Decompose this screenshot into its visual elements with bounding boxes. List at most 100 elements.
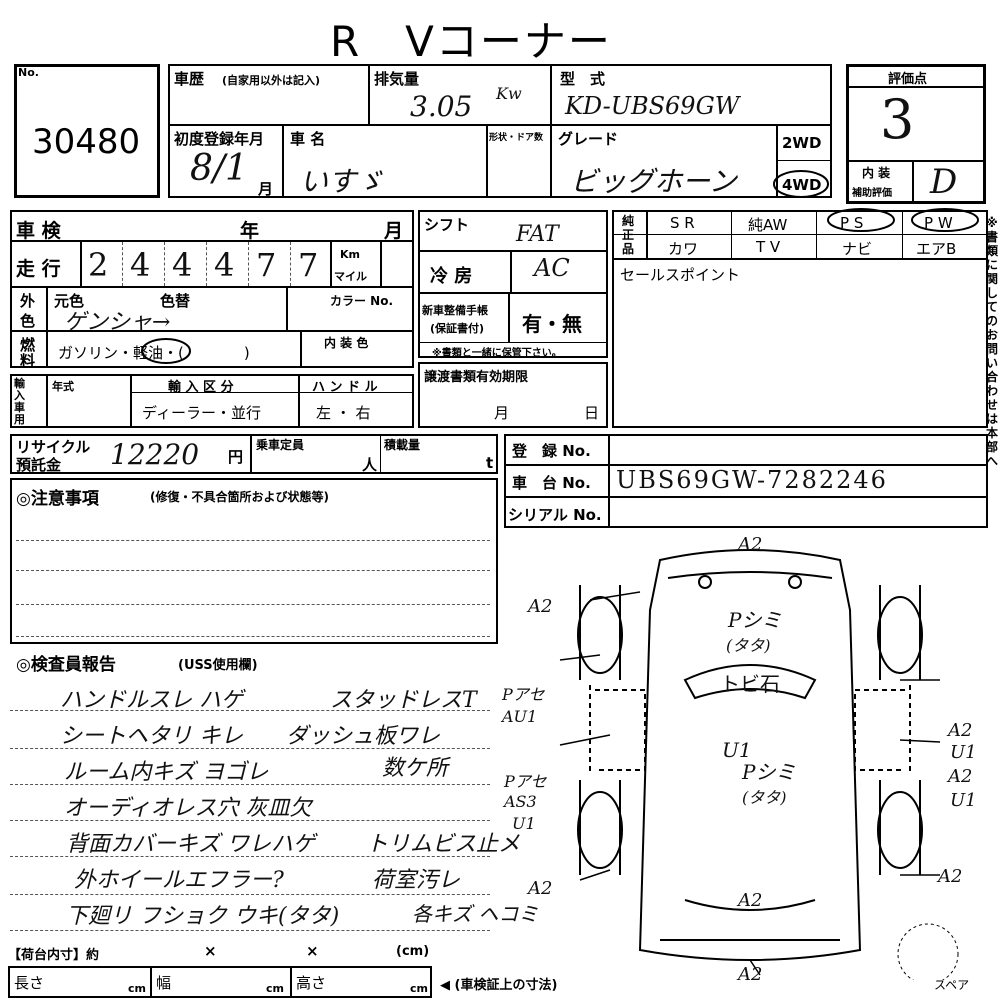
inspector-line: トリムビス止メ: [366, 832, 521, 857]
mileage-digit: 4: [130, 246, 151, 284]
damage-bottom: A2: [738, 964, 763, 985]
dims-height-unit: cm: [410, 982, 428, 995]
damage-right-top-2: U1: [950, 742, 977, 763]
interior-value: D: [930, 162, 958, 202]
inspector-label: ◎検査員報告: [16, 655, 116, 675]
import-label: 輸入車用: [14, 377, 25, 426]
interior-sub-label: 補助評価: [852, 188, 892, 199]
history-label: 車歴: [174, 70, 205, 88]
recycle-unit: 円: [228, 448, 244, 466]
sales-point-label: セールスポイント: [620, 266, 741, 284]
equipment-item-aw: 純AW: [748, 216, 788, 234]
inspection-year: 年: [240, 220, 260, 242]
equipment-item-leather: カワ: [668, 240, 699, 258]
equipment-item-airbag: エアB: [916, 240, 957, 258]
damage-rear-roof-2: (タタ): [742, 788, 787, 807]
damage-left-mid-1: Pアセ: [504, 772, 547, 791]
inspector-line: 下廻リ フショク ウキ(タタ): [66, 904, 340, 929]
displacement-value: 3.05: [410, 90, 473, 123]
inspector-line: 数ケ所: [382, 756, 449, 781]
equipment-label-1: 純: [622, 214, 635, 228]
damage-left-mid-2: AS3: [504, 792, 537, 811]
mileage-digit: 7: [256, 246, 277, 284]
drive-4wd-circle: [773, 170, 829, 198]
dims-length-unit: cm: [128, 982, 146, 995]
model-label: 型 式: [560, 70, 606, 88]
import-category-value: ディーラー・並行: [142, 404, 261, 422]
manual-value: 有・無: [522, 312, 582, 336]
mileage-digit: 7: [298, 246, 319, 284]
inspector-note: (USS使用欄): [178, 658, 258, 673]
interior-color-label: 内 装 色: [324, 336, 369, 350]
grade-label: グレード: [558, 130, 619, 148]
color-block: [10, 286, 414, 368]
first-reg-suffix: 月: [258, 180, 274, 198]
damage-left-mid-3: U1: [512, 814, 536, 833]
shape-label: 形状・ドア数: [489, 133, 544, 143]
equipment-ps-circle: [827, 208, 895, 232]
dims-length-label: 長さ: [14, 974, 45, 992]
shift-value: FAT: [516, 222, 559, 247]
color-orig-label: 元色: [54, 292, 85, 310]
shift-label: シフト: [424, 216, 470, 234]
cargo-label: 【荷台内寸】約: [8, 948, 100, 963]
inspector-line: シートヘタリ キレ: [60, 724, 243, 749]
equipment-label-2: 正: [622, 228, 635, 242]
dims-width-unit: cm: [266, 982, 284, 995]
transfer-block: [418, 362, 608, 428]
transfer-day: 日: [584, 404, 600, 422]
ac-label: 冷 房: [430, 266, 473, 287]
mileage-unit-mile: マイル: [334, 270, 367, 283]
vehicle-info-block: [168, 64, 832, 198]
damage-left-bottom: A2: [528, 878, 553, 899]
spare-label: スペア: [934, 978, 970, 992]
recycle-label-2: 預託金: [16, 456, 62, 474]
inspection-month: 月: [384, 220, 404, 242]
score-label: 評価点: [888, 72, 928, 87]
displacement-unit: Kw: [496, 84, 522, 103]
inspection-label: 車 検: [16, 220, 61, 242]
transfer-month: 月: [494, 404, 510, 422]
first-reg-label: 初度登録年月: [174, 130, 265, 148]
model-value: KD-UBS69GW: [565, 92, 740, 120]
manual-note: ※書類と一緒に保管下さい。: [432, 348, 562, 359]
history-note: (自家用以外は記入): [222, 74, 321, 87]
cargo-x2: ×: [306, 942, 319, 960]
drive-2wd: 2WD: [782, 134, 822, 152]
damage-roof: Pシミ: [728, 608, 782, 632]
damage-roof-2: (タタ): [726, 636, 771, 655]
inspector-line: ハンドルスレ ハゲ: [60, 688, 243, 713]
car-name-label: 車 名: [290, 130, 326, 148]
equipment-item-tv: T V: [756, 238, 781, 256]
damage-right-mid-1: A2: [948, 766, 973, 787]
manual-label: 新車整備手帳: [422, 304, 488, 317]
color-label-1: 外: [20, 292, 36, 310]
capacity-unit: 人: [362, 456, 378, 474]
equipment-item-ps: P S: [840, 214, 864, 232]
inspector-line: 外ホイールエフラー?: [74, 868, 284, 893]
inspector-line: 背面カバーキズ ワレハゲ: [66, 832, 315, 857]
color-orig-value: ゲンシャ→: [64, 310, 171, 335]
caution-block: [10, 478, 498, 644]
page-title: R Vコーナー: [330, 17, 612, 66]
damage-right-bottom: A2: [938, 866, 963, 887]
caution-label: ◎注意事項: [16, 489, 99, 509]
manual-sub-label: (保証書付): [430, 322, 485, 335]
equipment-label-3: 品: [622, 242, 635, 256]
damage-center: U1: [722, 738, 752, 762]
car-diagram: [559, 549, 959, 980]
first-reg-value: 8/1: [190, 148, 248, 189]
grade-value: ビッグホーン: [570, 165, 737, 198]
damage-right-top-1: A2: [948, 720, 973, 741]
color-label-2: 色: [20, 312, 36, 330]
interior-label: 内 装: [862, 166, 891, 180]
inspector-line: ルーム内キズ ヨゴレ: [64, 760, 269, 785]
import-year-label: 年式: [52, 380, 74, 393]
handle-label: ハ ン ド ル: [312, 380, 378, 395]
handle-value: 左 ・ 右: [316, 404, 371, 422]
drive-4wd: 4WD: [782, 176, 822, 194]
lot-number-box: [14, 64, 160, 198]
recycle-block: [10, 434, 498, 474]
car-name-value: いすゞ: [300, 165, 385, 198]
damage-front-left: A2: [528, 596, 553, 617]
